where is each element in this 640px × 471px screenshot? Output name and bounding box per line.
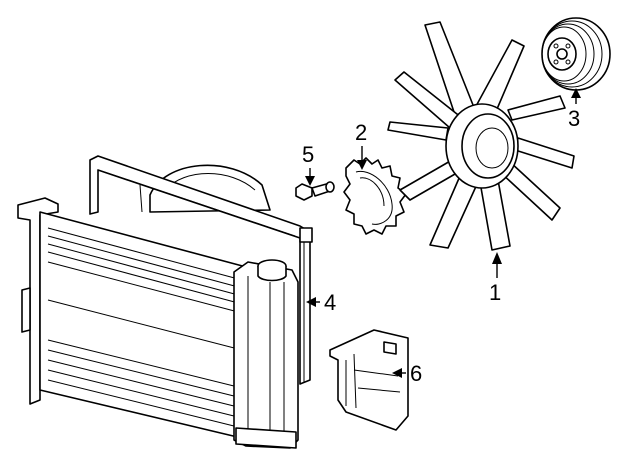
callout-4: 4	[324, 290, 336, 315]
callout-3: 3	[568, 106, 580, 131]
callout-6: 6	[410, 361, 422, 386]
pulley	[541, 17, 611, 91]
radiator-fins	[47, 227, 243, 429]
callout-5: 5	[302, 142, 314, 167]
callout-2: 2	[355, 120, 367, 145]
fan-shroud	[89, 155, 313, 385]
fan-clutch	[343, 157, 407, 235]
bolt-part	[295, 181, 335, 201]
callout-labels: 1 2 3 4 5 6	[302, 106, 580, 386]
callout-1: 1	[489, 280, 501, 305]
shield-bracket	[329, 329, 409, 431]
cooling-fan	[387, 21, 575, 251]
leader-arrows	[305, 88, 581, 378]
radiator	[17, 197, 299, 449]
